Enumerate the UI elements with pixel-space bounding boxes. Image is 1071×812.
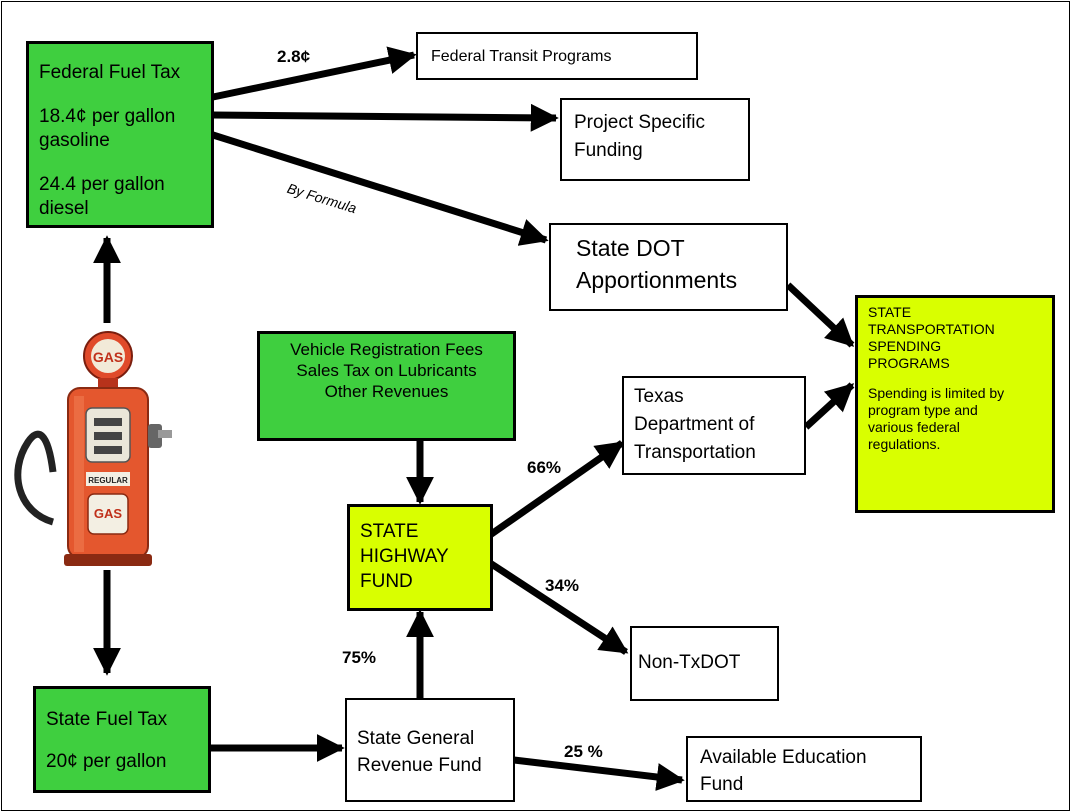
pump-nozzle-label: REGULAR — [88, 476, 128, 485]
non-txdot-box: Non-TxDOT — [630, 626, 779, 701]
label-education-share: 25 % — [564, 742, 603, 761]
state-programs-line4: PROGRAMS — [868, 355, 950, 371]
vehicle-revenues-box: Vehicle Registration Fees Sales Tax on L… — [257, 331, 516, 441]
arrow-federal-to-transit — [212, 46, 417, 101]
txdot-line3: Transportation — [634, 442, 756, 463]
arrow-highway-to-nontxdot — [488, 560, 629, 655]
label-transit-share: 2.8¢ — [277, 47, 311, 66]
arrow-txdot-to-programs — [803, 382, 855, 430]
education-fund-line1: Available Education — [700, 747, 867, 768]
gas-pump-illustration: GAS REGULAR GAS — [14, 331, 172, 566]
arrow-highway-to-txdot — [487, 440, 625, 538]
pump-bottom-sign: GAS — [94, 506, 123, 521]
state-programs-note4: regulations. — [868, 436, 941, 452]
general-revenue-line2: Revenue Fund — [357, 755, 482, 776]
pump-top-sign: GAS — [93, 349, 123, 365]
arrow-statedot-to-programs — [785, 282, 855, 348]
label-txdot-share: 66% — [527, 458, 562, 477]
non-txdot-label: Non-TxDOT — [638, 652, 741, 673]
general-revenue-line1: State General — [357, 728, 475, 749]
federal-gasoline-label: gasoline — [39, 130, 110, 151]
project-specific-line1: Project Specific — [574, 112, 705, 133]
arrow-federal-to-project — [212, 103, 559, 132]
state-highway-line3: FUND — [360, 571, 413, 592]
state-programs-note3: various federal — [868, 419, 960, 435]
state-fuel-tax-rate: 20¢ per gallon — [46, 751, 167, 772]
other-revenues: Other Revenues — [324, 382, 449, 401]
federal-transit-box: Federal Transit Programs — [416, 32, 698, 80]
label-non-txdot-share: 34% — [545, 576, 580, 595]
state-programs-note2: program type and — [868, 402, 978, 418]
federal-transit-label: Federal Transit Programs — [431, 48, 612, 65]
project-specific-box: Project Specific Funding — [560, 98, 750, 181]
arrow-general-to-education — [513, 756, 685, 791]
state-dot-line1: State DOT — [576, 235, 685, 261]
federal-fuel-tax-box: Federal Fuel Tax 18.4¢ per gallon gasoli… — [26, 41, 214, 228]
federal-diesel-rate: 24.4 per gallon — [39, 174, 165, 195]
federal-fuel-tax-title: Federal Fuel Tax — [39, 62, 181, 83]
state-fuel-tax-box: State Fuel Tax 20¢ per gallon — [33, 686, 211, 793]
state-programs-line3: SPENDING — [868, 338, 942, 354]
state-highway-fund-box: STATE HIGHWAY FUND — [347, 504, 493, 611]
state-fuel-tax-title: State Fuel Tax — [46, 709, 168, 730]
state-programs-box: STATE TRANSPORTATION SPENDING PROGRAMS S… — [855, 295, 1055, 513]
label-highway-share: 75% — [342, 648, 377, 667]
state-programs-note1: Spending is limited by — [868, 385, 1005, 401]
sales-tax-lubricants: Sales Tax on Lubricants — [296, 361, 477, 380]
general-revenue-box: State General Revenue Fund — [345, 698, 515, 802]
education-fund-box: Available Education Fund — [686, 736, 922, 802]
txdot-line2: Department of — [634, 414, 755, 435]
txdot-line1: Texas — [634, 386, 684, 407]
state-dot-line2: Apportionments — [576, 267, 738, 293]
state-programs-line1: STATE — [868, 304, 912, 320]
education-fund-line2: Fund — [700, 774, 744, 795]
state-programs-line2: TRANSPORTATION — [868, 321, 995, 337]
vehicle-registration-fees: Vehicle Registration Fees — [290, 340, 483, 359]
state-dot-box: State DOT Apportionments — [549, 223, 788, 311]
project-specific-line2: Funding — [574, 140, 643, 161]
txdot-box: Texas Department of Transportation — [622, 376, 806, 475]
arrow-federal-to-statedot — [211, 131, 549, 246]
federal-diesel-label: diesel — [39, 198, 89, 219]
state-highway-line2: HIGHWAY — [360, 546, 449, 567]
state-highway-line1: STATE — [360, 521, 419, 542]
federal-gasoline-rate: 18.4¢ per gallon — [39, 106, 176, 127]
